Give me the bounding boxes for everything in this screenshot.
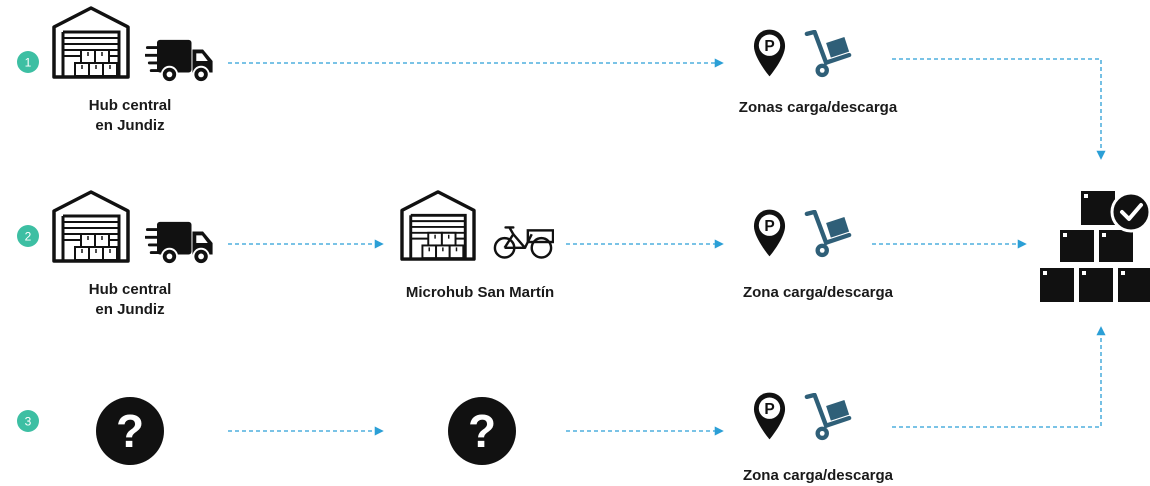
row-1-origin-label: Hub central en Jundiz: [70, 96, 190, 136]
parking-pin-icon: [753, 209, 786, 257]
flow-arrow-row3-to-destination: [892, 326, 1106, 428]
hand-trolley-icon: [807, 395, 849, 440]
row-2-number-badge: 2: [17, 225, 39, 247]
label-line: Hub central: [88, 97, 172, 114]
parking-pin-icon: [753, 392, 786, 440]
row-1-number-badge: 1: [17, 51, 39, 73]
row-3-destination-label: Zona carga/descarga: [742, 467, 894, 484]
delivery-truck-icon: [145, 38, 215, 84]
flow-arrow-row1-to-destination: [892, 58, 1106, 160]
row-3-number-badge: 3: [17, 410, 39, 432]
delivered-packages-icon: [1040, 191, 1150, 302]
row-2-origin-label: Hub central en Jundiz: [70, 280, 190, 320]
microhub-warehouse-icon: [400, 190, 476, 261]
check-icon: [1110, 191, 1150, 233]
question-mark-icon: [448, 397, 516, 465]
row-2-microhub-label: Microhub San Martín: [405, 284, 555, 301]
row-1-number: 1: [25, 56, 32, 70]
row-3-number: 3: [25, 415, 32, 429]
warehouse-icon: [52, 6, 130, 79]
delivery-truck-icon: [145, 220, 215, 266]
row-2-number: 2: [25, 230, 32, 244]
label-line: en Jundiz: [95, 117, 165, 134]
warehouse-icon: [52, 190, 130, 263]
hand-trolley-icon: [807, 32, 849, 77]
parking-pin-icon: [753, 29, 786, 77]
hand-trolley-icon: [807, 212, 849, 257]
row-1-destination-label: Zonas carga/descarga: [738, 99, 898, 116]
cargo-bike-icon: [493, 226, 554, 259]
row-2-destination-label: Zona carga/descarga: [742, 284, 894, 301]
question-mark-icon: [96, 397, 164, 465]
label-line: en Jundiz: [95, 301, 165, 318]
label-line: Hub central: [88, 281, 172, 298]
